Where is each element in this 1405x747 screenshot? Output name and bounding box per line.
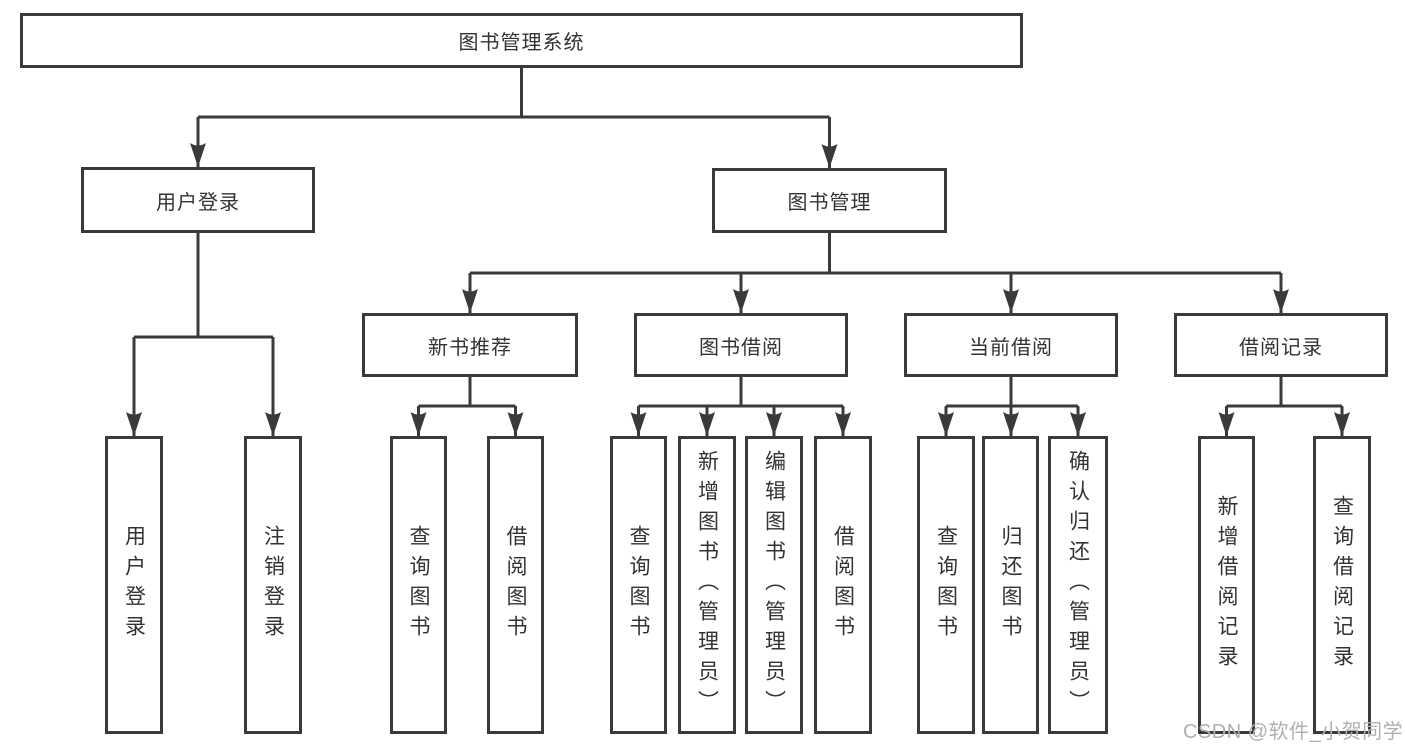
leaf-confirm-return-admin-label: 确认归还（管理员） — [1066, 450, 1090, 720]
leaf-return-books: 归还图书 — [982, 436, 1039, 734]
node-book-borrow-label: 图书借阅 — [699, 336, 783, 359]
leaf-edit-book-admin-label: 编辑图书（管理员） — [762, 450, 786, 720]
leaf-query-borrow-record: 查询借阅记录 — [1313, 436, 1371, 734]
leaf-add-book-admin-label: 新增图书（管理员） — [695, 450, 719, 720]
leaf-query-books-recommend: 查询图书 — [390, 436, 447, 734]
node-user-login-label: 用户登录 — [156, 191, 240, 214]
node-current-borrow-label: 当前借阅 — [969, 336, 1053, 359]
leaf-query-books-recommend-label: 查询图书 — [407, 525, 430, 645]
leaf-borrow-books-recommend: 借阅图书 — [487, 436, 544, 734]
node-borrow-records: 借阅记录 — [1174, 313, 1388, 377]
node-current-borrow: 当前借阅 — [904, 313, 1118, 377]
leaf-logout: 注销登录 — [244, 436, 302, 734]
leaf-query-books-current-label: 查询图书 — [934, 525, 958, 645]
leaf-confirm-return-admin: 确认归还（管理员） — [1048, 436, 1108, 734]
leaf-borrow-books-2-label: 借阅图书 — [831, 525, 855, 645]
leaf-logout-label: 注销登录 — [261, 525, 285, 645]
leaf-return-books-label: 归还图书 — [999, 525, 1022, 645]
leaf-edit-book-admin: 编辑图书（管理员） — [745, 436, 803, 734]
node-root-label: 图书管理系统 — [458, 32, 585, 54]
leaf-query-borrow-record-label: 查询借阅记录 — [1330, 495, 1354, 675]
node-new-book-recommend: 新书推荐 — [362, 313, 578, 377]
node-new-book-recommend-label: 新书推荐 — [428, 336, 512, 359]
leaf-query-books-borrow: 查询图书 — [610, 436, 667, 734]
node-root: 图书管理系统 — [20, 13, 1023, 68]
leaf-query-books-borrow-label: 查询图书 — [627, 525, 650, 645]
node-book-management: 图书管理 — [712, 168, 947, 233]
leaf-add-borrow-record-label: 新增借阅记录 — [1215, 495, 1238, 675]
leaf-borrow-books-2: 借阅图书 — [814, 436, 872, 734]
leaf-user-login: 用户登录 — [105, 436, 163, 734]
node-borrow-records-label: 借阅记录 — [1239, 336, 1323, 359]
leaf-add-borrow-record: 新增借阅记录 — [1198, 436, 1255, 734]
leaf-user-login-label: 用户登录 — [122, 525, 146, 645]
watermark: CSDN @软件_小贺同学 — [1183, 721, 1404, 743]
node-user-login: 用户登录 — [81, 167, 315, 233]
node-book-management-label: 图书管理 — [787, 192, 872, 214]
leaf-add-book-admin: 新增图书（管理员） — [678, 436, 736, 734]
node-book-borrow: 图书借阅 — [634, 313, 848, 377]
leaf-query-books-current: 查询图书 — [917, 436, 975, 734]
leaf-borrow-books-recommend-label: 借阅图书 — [504, 525, 527, 645]
